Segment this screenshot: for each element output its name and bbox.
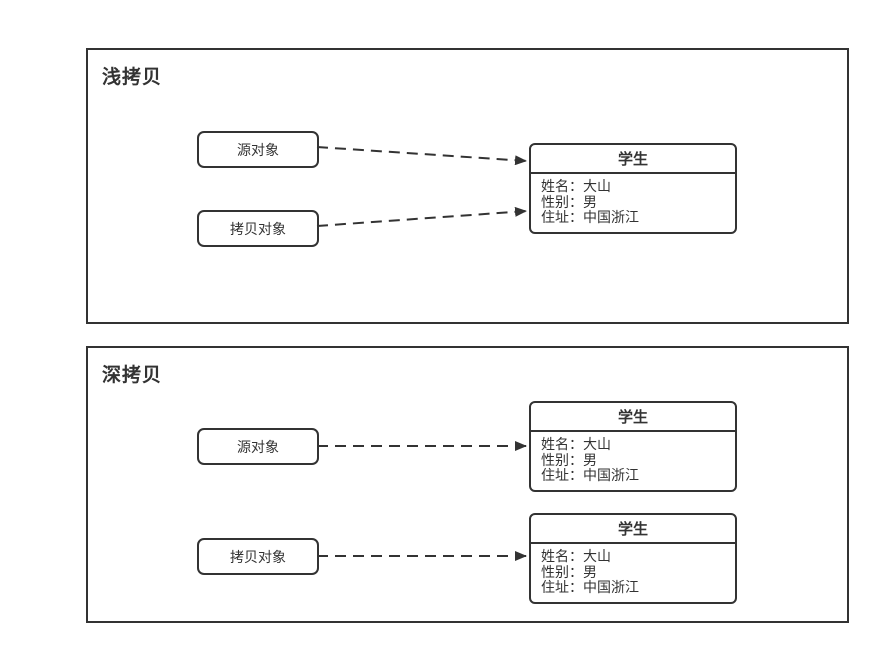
deep-student-1-fields: 姓名：大山 性别：男 住址：中国浙江 — [531, 432, 735, 490]
student-field-gender: 性别：男 — [541, 193, 597, 210]
shallow-source-object-label: 源对象 — [237, 141, 279, 158]
student-field-name: 姓名：大山 — [541, 178, 611, 194]
student-field-gender: 性别：男 — [541, 451, 597, 468]
deep-student-2-title: 学生 — [531, 515, 735, 544]
deep-copy-object-node: 拷贝对象 — [197, 538, 319, 575]
deep-source-object-label: 源对象 — [237, 438, 279, 455]
student-field-address: 住址：中国浙江 — [541, 579, 639, 595]
shallow-copy-title: 浅拷贝 — [102, 67, 163, 88]
shallow-copy-object-label: 拷贝对象 — [230, 220, 286, 237]
shallow-copy-object-node: 拷贝对象 — [197, 210, 319, 247]
student-field-address: 住址：中国浙江 — [541, 467, 639, 483]
deep-copy-title: 深拷贝 — [102, 365, 163, 386]
student-field-name: 姓名：大山 — [541, 548, 611, 564]
deep-copy-object-label: 拷贝对象 — [230, 548, 286, 565]
shallow-source-object-node: 源对象 — [197, 131, 319, 168]
shallow-student-fields: 姓名：大山 性别：男 住址：中国浙江 — [531, 174, 735, 232]
student-field-gender: 性别：男 — [541, 563, 597, 580]
deep-student-2-fields: 姓名：大山 性别：男 住址：中国浙江 — [531, 544, 735, 602]
deep-copy-panel: 深拷贝 源对象 拷贝对象 学生 姓名：大山 性别：男 住址：中国浙江 学生 姓名… — [86, 346, 849, 623]
shallow-student-node: 学生 姓名：大山 性别：男 住址：中国浙江 — [529, 143, 737, 234]
deep-student-node-2: 学生 姓名：大山 性别：男 住址：中国浙江 — [529, 513, 737, 604]
shallow-student-title: 学生 — [531, 145, 735, 174]
shallow-copy-panel: 浅拷贝 源对象 拷贝对象 学生 姓名：大山 性别：男 住址：中国浙江 — [86, 48, 849, 324]
deep-student-1-title: 学生 — [531, 403, 735, 432]
deep-student-node-1: 学生 姓名：大山 性别：男 住址：中国浙江 — [529, 401, 737, 492]
deep-source-object-node: 源对象 — [197, 428, 319, 465]
arrow-shallow-copy-to-student — [316, 206, 528, 227]
arrow-shallow-source-to-student — [316, 146, 528, 166]
student-field-address: 住址：中国浙江 — [541, 209, 639, 225]
student-field-name: 姓名：大山 — [541, 436, 611, 452]
